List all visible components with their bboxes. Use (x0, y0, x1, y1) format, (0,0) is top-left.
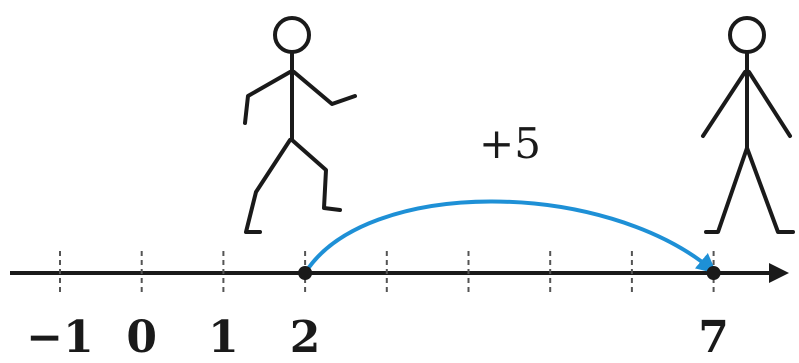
standing-person-figure (703, 18, 793, 232)
marked-point (298, 266, 312, 280)
standing-person-right-leg (747, 148, 793, 232)
walking-person-figure (245, 18, 355, 232)
marked-point (707, 266, 721, 280)
walking-person-back-arm (245, 72, 290, 123)
walking-person-front-arm (294, 72, 355, 104)
jump-arc (305, 201, 713, 273)
tick-label: 2 (290, 312, 321, 363)
walking-person-back-leg (246, 140, 290, 232)
standing-person-head (730, 18, 764, 52)
walking-person-front-leg (292, 140, 340, 210)
standing-person-left-arm (703, 72, 745, 136)
tick-label: −1 (26, 312, 93, 363)
jump-label: +5 (479, 119, 541, 168)
walking-person-head (275, 18, 309, 52)
tick-label: 7 (698, 312, 729, 363)
standing-person-left-leg (706, 148, 747, 232)
standing-person-right-arm (749, 72, 790, 136)
tick-label: 0 (126, 312, 157, 363)
tick-label: 1 (208, 312, 239, 363)
